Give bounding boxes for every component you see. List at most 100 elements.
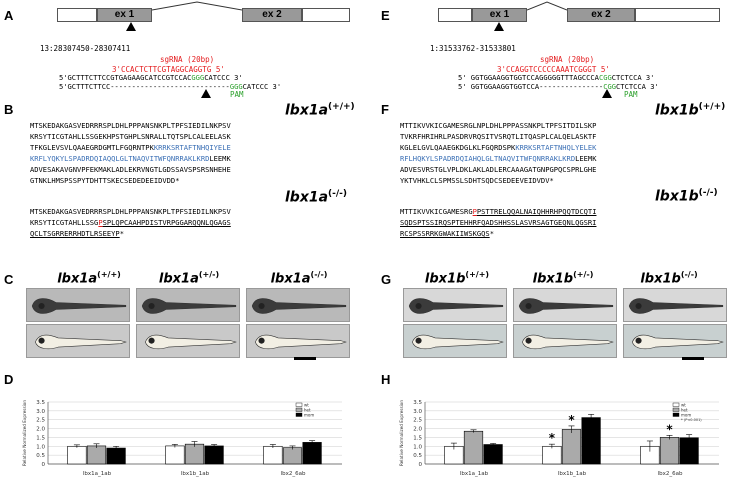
sgrna-label: sgRNA (20bp) xyxy=(540,55,595,64)
y-tick-label: 2.5 xyxy=(413,418,422,424)
exon2-box: ex 2 xyxy=(567,8,635,22)
y-tick-label: 3.5 xyxy=(36,400,45,406)
y-tick-label: 3.0 xyxy=(413,409,422,415)
protein-line: YKTVHKLCLSPMSSLSDHTSQDCSEDEEVEIDVDV* xyxy=(400,176,554,185)
bar xyxy=(106,447,126,465)
y-tick-label: 2.0 xyxy=(36,427,45,433)
significance-star: * xyxy=(568,413,575,427)
utr-5-box xyxy=(57,8,97,22)
scale-bar xyxy=(682,357,704,360)
larva-photo xyxy=(246,324,350,358)
utr-5-box xyxy=(438,8,472,22)
protein-line: TVKRFHRIHRLPASDRVRQSITVSRQTLITQASPLCALQE… xyxy=(400,132,597,141)
legend-label: mom xyxy=(681,412,691,417)
larva-photo xyxy=(623,288,727,322)
genotype-label: lbx1b(+/+) xyxy=(424,270,490,287)
bar xyxy=(659,437,680,465)
bar xyxy=(483,444,503,465)
bar xyxy=(561,429,582,465)
pam-label: PAM xyxy=(624,90,638,99)
legend-label: het xyxy=(304,407,311,412)
pam-label: PAM xyxy=(230,90,244,99)
gene-title-wt: lbx1b(+/+) xyxy=(655,102,726,119)
x-tick-label: lbx2_6ab xyxy=(658,471,683,477)
larva-photo xyxy=(246,288,350,322)
protein-line: MTSKEDAKGASVEDRRRSPLDHLPPPANSNKPLTPFSIED… xyxy=(30,121,231,130)
target-arrow-icon xyxy=(494,22,504,31)
bar xyxy=(165,445,185,465)
protein-line: RFLHQKYLSPADRDQIAHQLGLTNAQVITWFQNRRAKLKR… xyxy=(400,154,597,163)
exon1-box: ex 1 xyxy=(97,8,152,22)
genotype-label: lbx1a(+/-) xyxy=(158,270,220,287)
wt-protein-sequence: MTTIKVVKICGAMESRGLNPLDHLPPPASSNKPLTPFSIT… xyxy=(400,120,596,186)
legend-label: wt xyxy=(681,402,686,407)
panel-label-e: E xyxy=(381,8,390,23)
genomic-coordinate: 13:28307450-28307411 xyxy=(40,44,131,53)
legend-swatch xyxy=(672,402,680,407)
wt-dna-sequence: 5' GGTGGAAGGTGGTCCAGGGGGTTTAGCCCACGGCTCT… xyxy=(458,73,655,82)
genomic-coordinate: 1:31533762-31533801 xyxy=(430,44,516,53)
y-tick-label: 2.5 xyxy=(36,418,45,424)
utr-3-box xyxy=(302,8,350,22)
legend-swatch xyxy=(672,407,680,412)
larva-photo xyxy=(136,288,240,322)
larva-photo xyxy=(513,324,617,358)
legend-swatch xyxy=(295,407,303,412)
cut-site-arrow-icon xyxy=(201,89,211,98)
bar xyxy=(204,445,224,465)
y-axis-label: Relative Normalized Expression xyxy=(22,400,27,466)
protein-line: ADVESVRSTGLVPLDKLAKLADLERCAAAGATGNPGPQCS… xyxy=(400,165,597,174)
protein-line: MTTIKVVKICGAMESRGLNPLDHLPPPASSNKPLTPFSIT… xyxy=(400,121,597,130)
larva-photo xyxy=(26,324,130,358)
utr-3-box xyxy=(635,8,720,22)
target-arrow-icon xyxy=(126,22,136,31)
protein-line: ADVESAKAVGNVPFEKMAKLADLEKRVNGTLGDSSAVSPS… xyxy=(30,165,231,174)
exon2-box: ex 2 xyxy=(242,8,302,22)
larva-photo xyxy=(26,288,130,322)
protein-line: KRSYTICGTAHLLSSGEKHPSTGHPLSNRALLTQTSPLCA… xyxy=(30,132,231,141)
mut-dna-sequence: 5'GCTTTCTTCC----------------------------… xyxy=(59,82,282,91)
protein-line: KRFLYQKYLSPADRDQIAQQLGLTNAQVITWFQNRRAKLK… xyxy=(30,154,231,163)
protein-line: KGLELGVLQAAEGKDGLKLFGQRDSPKKRRKSRTAFTNHQ… xyxy=(400,143,597,152)
y-tick-label: 0.5 xyxy=(36,453,45,459)
bar xyxy=(67,445,87,465)
y-tick-label: 1.0 xyxy=(36,444,45,450)
larva-photo xyxy=(403,288,507,322)
y-tick-label: 3.0 xyxy=(36,409,45,415)
x-tick-label: lbx1a_1ab xyxy=(460,471,489,477)
protein-line: GTNKLHMSPSSPYTDHTTSKECSEDEDEEIDVDD* xyxy=(30,176,180,185)
legend-label: wt xyxy=(304,402,309,407)
bar xyxy=(302,442,322,465)
sgrna-sequence: 3'CCAGGTCCCCCAAATCGGGT 5' xyxy=(497,65,610,74)
x-tick-label: lbx2_6ab xyxy=(281,471,306,477)
sgrna-label: sgRNA (20bp) xyxy=(160,55,215,64)
panel-label-h: H xyxy=(381,372,391,387)
panel-label-b: B xyxy=(4,102,14,117)
y-tick-label: 0 xyxy=(419,462,423,468)
cut-site-arrow-icon xyxy=(602,89,612,98)
y-tick-label: 1.0 xyxy=(413,444,422,450)
genotype-label: lbx1a(-/-) xyxy=(270,270,328,287)
legend-swatch xyxy=(295,402,303,407)
y-axis-label: Relative Normalized Expression xyxy=(399,400,404,466)
larva-photo xyxy=(403,324,507,358)
legend-label: mom xyxy=(304,412,314,417)
bar xyxy=(263,445,283,465)
wt-protein-sequence: MTSKEDAKGASVEDRRRSPLDHLPPPANSNKPLTPFSIED… xyxy=(30,120,231,186)
bar xyxy=(184,443,205,465)
genotype-label: lbx1a(+/+) xyxy=(57,270,121,287)
protein-line: TFKGLEVSVLQAAEGRDGMTLFGQRNTPKKRRKSRTAFTN… xyxy=(30,143,231,152)
mut-protein-sequence: MTTIKVVKICGAMESRGPPSTTRELQQALNAIQHHRHPQQ… xyxy=(400,207,597,238)
bar xyxy=(463,430,484,465)
y-tick-label: 1.5 xyxy=(413,435,422,441)
gene-title-mut: lbx1b(-/-) xyxy=(655,188,718,205)
panel-label-c: C xyxy=(4,272,14,287)
sgrna-sequence: 3'CCACTCTTCGTAGGCAGGTG 5' xyxy=(112,65,225,74)
gene-title-wt: lbx1a(+/+) xyxy=(285,102,355,119)
intron-line xyxy=(152,1,242,11)
legend-swatch xyxy=(672,412,680,417)
larva-photo xyxy=(136,324,240,358)
legend-label: het xyxy=(681,407,688,412)
genotype-label: lbx1b(+/-) xyxy=(532,270,594,287)
